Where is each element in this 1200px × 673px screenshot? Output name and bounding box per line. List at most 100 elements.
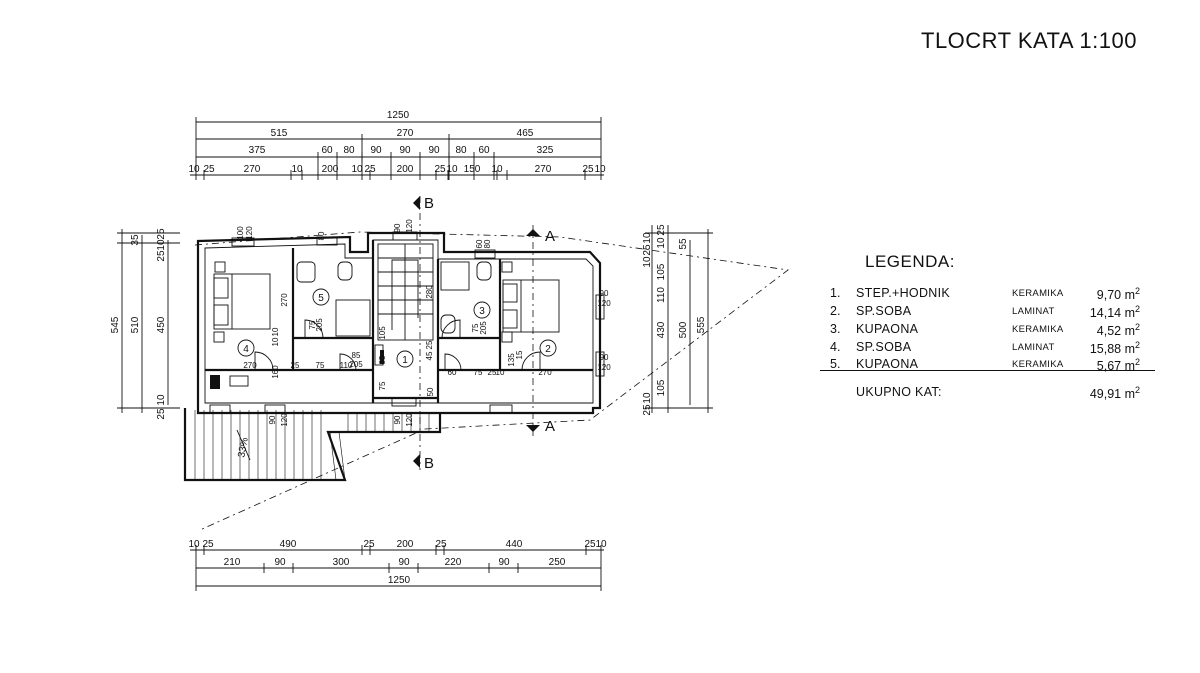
svg-text:90: 90 (399, 145, 411, 156)
svg-text:10: 10 (446, 164, 458, 175)
svg-text:205: 205 (479, 321, 488, 335)
svg-text:10: 10 (291, 164, 303, 175)
top-dimensions (190, 117, 604, 180)
legend-row: 5. KUPAONA KERAMIKA 5,67 m2 (820, 357, 1155, 375)
svg-text:490: 490 (280, 539, 297, 550)
bottom-dimensions (190, 545, 604, 591)
svg-text:10: 10 (595, 539, 607, 550)
svg-text:270: 270 (538, 368, 552, 377)
svg-text:25: 25 (434, 164, 446, 175)
svg-text:1250: 1250 (387, 110, 410, 121)
svg-text:220: 220 (445, 557, 462, 568)
svg-text:25: 25 (584, 539, 596, 550)
staircase (377, 243, 434, 341)
svg-text:280: 280 (425, 285, 434, 299)
legend-row-material: KERAMIKA (1012, 359, 1064, 370)
svg-text:200: 200 (397, 539, 414, 550)
svg-text:80: 80 (483, 239, 492, 248)
svg-text:545: 545 (110, 316, 121, 333)
legend-row-name: STEP.+HODNIK (856, 286, 951, 300)
svg-text:10: 10 (594, 164, 606, 175)
svg-text:10: 10 (642, 232, 653, 244)
svg-text:75: 75 (378, 381, 387, 390)
svg-text:270: 270 (280, 293, 289, 307)
legend-row-area: 14,14 m2 (1089, 304, 1140, 321)
walls (196, 231, 602, 415)
svg-text:60: 60 (475, 239, 484, 248)
room-marker (473, 301, 491, 319)
windows (209, 231, 605, 414)
svg-text:440: 440 (506, 539, 523, 550)
svg-text:B: B (424, 455, 434, 472)
legend-row-name: SP.SOBA (856, 340, 912, 354)
svg-text:450: 450 (156, 316, 167, 333)
doors (254, 319, 541, 371)
svg-text:75: 75 (316, 361, 325, 370)
svg-text:A: A (545, 228, 555, 245)
legend-row-number: 3. (830, 322, 841, 336)
svg-text:150: 150 (464, 164, 481, 175)
svg-text:25: 25 (156, 250, 167, 262)
svg-text:210: 210 (224, 557, 241, 568)
svg-text:25: 25 (435, 539, 447, 550)
legend-row-area: 4,52 m2 (1096, 322, 1140, 339)
bottom-dimension-labels: 10 25 490 25 200 25 440 25 10 210 90 300… (188, 539, 607, 586)
column (210, 375, 220, 389)
room-marker (539, 339, 557, 357)
svg-text:25: 25 (425, 340, 434, 349)
svg-text:120: 120 (245, 226, 254, 240)
svg-text:10: 10 (188, 164, 200, 175)
svg-text:10: 10 (656, 237, 667, 249)
column (380, 350, 384, 364)
svg-text:110: 110 (656, 287, 667, 303)
svg-text:10: 10 (271, 327, 280, 336)
svg-text:75: 75 (308, 320, 317, 329)
svg-text:80: 80 (317, 231, 326, 240)
legend-row-number: 4. (830, 340, 841, 354)
svg-text:80: 80 (343, 145, 355, 156)
interior-dimensions: 100 120 80 90 120 60 80 270 280 105 85 7… (236, 219, 611, 427)
svg-text:10: 10 (642, 392, 653, 404)
section-labels: B B A A (424, 195, 555, 472)
svg-text:325: 325 (537, 145, 554, 156)
roof-planking (183, 408, 442, 482)
svg-text:3: 3 (479, 306, 485, 317)
svg-text:270: 270 (397, 128, 414, 139)
svg-text:200: 200 (397, 164, 414, 175)
svg-text:25: 25 (203, 164, 215, 175)
svg-text:375: 375 (249, 145, 266, 156)
svg-text:555: 555 (696, 316, 707, 333)
svg-text:105: 105 (656, 379, 667, 396)
svg-text:270: 270 (244, 164, 261, 175)
svg-text:2: 2 (545, 344, 551, 355)
legend-row-material: KERAMIKA (1012, 324, 1064, 335)
legend-row-number: 1. (830, 286, 841, 300)
svg-text:90: 90 (498, 557, 510, 568)
svg-text:75: 75 (471, 323, 480, 332)
svg-text:120: 120 (597, 299, 611, 308)
svg-text:10: 10 (156, 239, 167, 251)
svg-text:25: 25 (364, 164, 376, 175)
svg-text:120: 120 (280, 413, 289, 427)
left-dimension-labels: 545 510 450 35 25 10 25 10 25 (110, 228, 167, 420)
legend-row-material: LAMINAT (1012, 306, 1055, 317)
top-dimension-labels: 1250 515 270 465 375 60 80 90 90 90 80 6… (188, 110, 606, 175)
svg-text:205: 205 (349, 360, 363, 369)
svg-text:90: 90 (600, 353, 609, 362)
svg-text:90: 90 (274, 557, 286, 568)
svg-text:5: 5 (318, 293, 324, 304)
legend-row: 2. SP.SOBA LAMINAT 14,14 m2 (820, 304, 1155, 322)
svg-text:60: 60 (448, 368, 457, 377)
room-marker (396, 350, 414, 368)
svg-text:90: 90 (393, 415, 402, 424)
svg-text:110: 110 (340, 361, 353, 370)
svg-text:35: 35 (130, 234, 141, 246)
svg-text:25: 25 (656, 224, 667, 236)
svg-text:515: 515 (271, 128, 288, 139)
svg-text:15: 15 (515, 350, 524, 359)
svg-text:100: 100 (236, 226, 245, 240)
legend-row-area: 9,70 m2 (1096, 286, 1140, 303)
legend-total-label: UKUPNO KAT: (856, 385, 942, 399)
svg-text:90: 90 (398, 557, 410, 568)
legend-row-name: KUPAONA (856, 322, 919, 336)
